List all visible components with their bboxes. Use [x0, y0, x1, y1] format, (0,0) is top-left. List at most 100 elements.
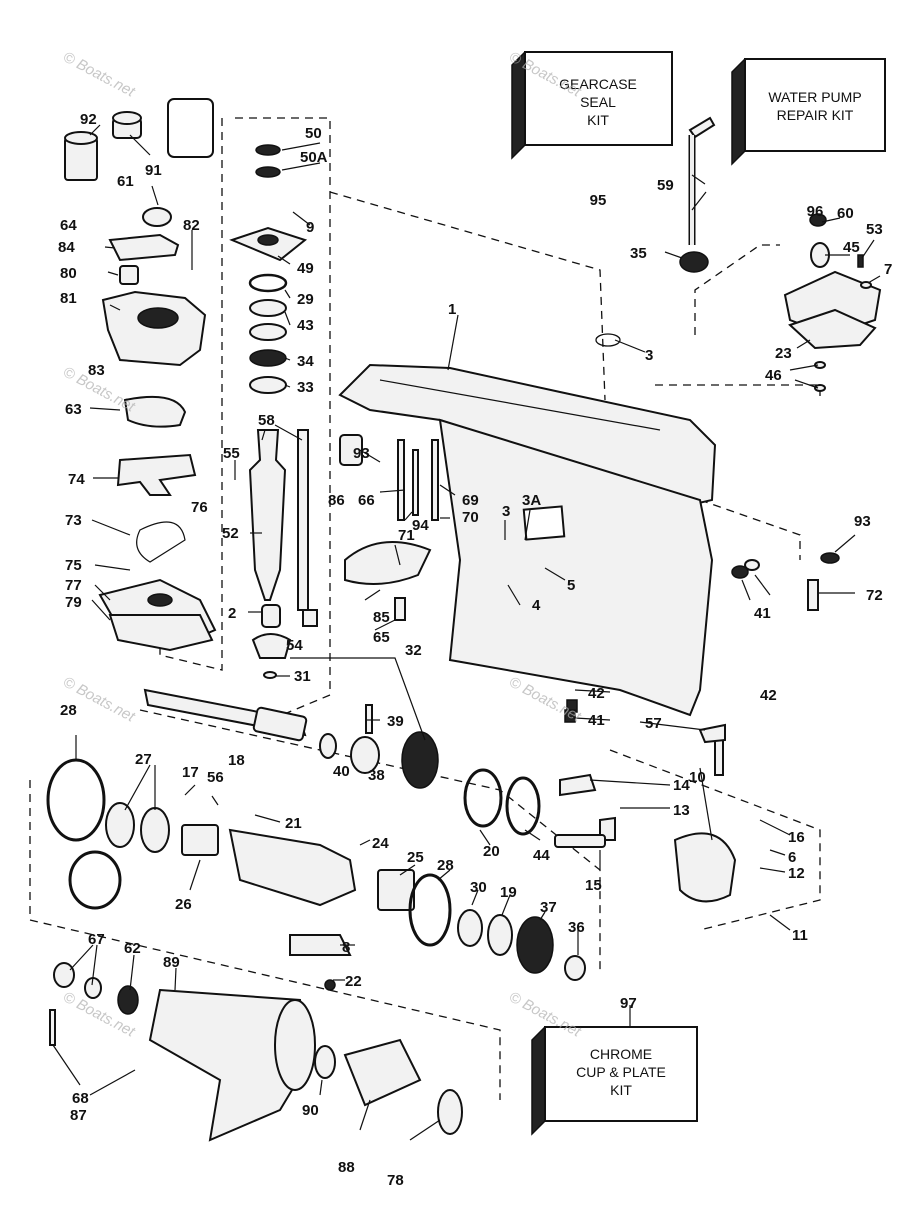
watermark-1: © Boats.net: [60, 49, 138, 101]
gearcase-housing: [338, 363, 717, 717]
left-parts: [64, 98, 217, 652]
right-top-parts: [595, 116, 882, 564]
part-number-label: 70: [462, 509, 479, 526]
part-number-label: 13: [673, 802, 690, 819]
part-number-label: 6: [788, 849, 796, 866]
part-number-label: 54: [286, 637, 303, 654]
part-number-label: 86: [328, 492, 345, 509]
gearcase-kit-line-2: SEAL: [580, 94, 616, 110]
chrome-kit-line-1: CHROME: [590, 1046, 652, 1062]
part-number-label: 88: [338, 1159, 355, 1176]
part-number-label: 9: [306, 219, 314, 236]
part-number-label: 56: [207, 769, 224, 786]
part-number-label: 10: [689, 769, 706, 786]
part-number-label: 62: [124, 940, 141, 957]
part-number-label: 93: [854, 513, 871, 530]
part-number-label: 32: [405, 642, 422, 659]
part-number-label: 75: [65, 557, 82, 574]
part-number-label: 69: [462, 492, 479, 509]
part-number-label: 39: [387, 713, 404, 730]
part-number-label: 91: [145, 162, 162, 179]
part-number-label: 29: [297, 291, 314, 308]
part-number-label: 77: [65, 577, 82, 594]
part-number-label: 61: [117, 173, 134, 190]
part-number-label: 38: [368, 767, 385, 784]
part-number-label: 43: [297, 317, 314, 334]
part-number-label: 18: [228, 752, 245, 769]
part-number-label: 42: [760, 687, 777, 704]
gearcase-kit-line-1: GEARCASE: [559, 76, 637, 92]
part-number-label: 30: [470, 879, 487, 896]
part-number-label: 21: [285, 815, 302, 832]
part-number-label: 73: [65, 512, 82, 529]
part-number-label: 23: [775, 345, 792, 362]
part-number-label: 76: [191, 499, 208, 516]
part-number-label: 35: [630, 245, 647, 262]
part-number-label: 26: [175, 896, 192, 913]
part-number-label: 53: [866, 221, 883, 238]
part-number-label: 15: [585, 877, 602, 894]
part-number-label: 36: [568, 919, 585, 936]
part-number-label: 80: [60, 265, 77, 282]
part-number-label: 19: [500, 884, 517, 901]
part-number-label: 67: [88, 931, 105, 948]
water-pump-kit-line-2: REPAIR KIT: [777, 107, 854, 123]
part-number-label: 94: [412, 517, 429, 534]
part-number-label: 59: [657, 177, 674, 194]
part-number-label: 85: [373, 609, 390, 626]
part-number-label: 81: [60, 290, 77, 307]
part-number-label: 52: [222, 525, 239, 542]
part-number-label: 8: [342, 939, 350, 956]
part-number-label: 24: [372, 835, 389, 852]
part-number-label: 3: [502, 503, 510, 520]
part-number-label: 5: [567, 577, 575, 594]
part-number-label: 41: [754, 605, 771, 622]
part-number-label: 44: [533, 847, 550, 864]
part-number-label: 46: [765, 367, 782, 384]
part-number-label: 33: [297, 379, 314, 396]
part-number-label: 16: [788, 829, 805, 846]
part-number-label: 22: [345, 973, 362, 990]
part-number-label: 41: [588, 712, 605, 729]
part-number-label: 49: [297, 260, 314, 277]
part-number-label: 57: [645, 715, 662, 732]
part-number-label: 78: [387, 1172, 404, 1189]
part-number-label: 12: [788, 865, 805, 882]
part-number-label: 1: [448, 301, 456, 318]
part-number-label: 3A: [522, 492, 541, 509]
part-number-label: 3: [645, 347, 653, 364]
chrome-kit-line-2: CUP & PLATE: [576, 1064, 666, 1080]
water-pump-kit-line-1: WATER PUMP: [768, 89, 861, 105]
part-number-label: 55: [223, 445, 240, 462]
part-number-label: 42: [588, 685, 605, 702]
part-number-label: 50: [305, 125, 322, 142]
part-number-label: 27: [135, 751, 152, 768]
water-pump-kit-box: WATER PUMP REPAIR KIT: [731, 58, 886, 166]
part-number-label: 74: [68, 471, 85, 488]
part-number-label: 11: [792, 927, 808, 944]
part-number-label: 93: [353, 445, 370, 462]
part-number-label: 87: [70, 1107, 87, 1124]
part-number-label: 92: [80, 111, 97, 128]
part-number-label: 66: [358, 492, 375, 509]
part-number-label: 71: [398, 527, 415, 544]
part-number-label: 37: [540, 899, 557, 916]
chrome-kit-line-3: KIT: [610, 1082, 632, 1098]
part-number-label: 79: [65, 594, 82, 611]
lower-parts: [46, 688, 737, 1142]
part-number-label: 34: [297, 353, 314, 370]
part-number-label: 65: [373, 629, 390, 646]
part-number-label: 82: [183, 217, 200, 234]
part-number-label: 28: [60, 702, 77, 719]
part-number-label: 4: [532, 597, 541, 614]
gearcase-seal-kit-box: GEARCASE SEAL KIT: [511, 51, 673, 160]
part-number-label: 7: [884, 261, 892, 278]
gearcase-kit-line-3: KIT: [587, 112, 609, 128]
part-number-label: 90: [302, 1102, 319, 1119]
center-parts: [229, 144, 819, 679]
part-number-label: 40: [333, 763, 350, 780]
part-number-label: 25: [407, 849, 424, 866]
